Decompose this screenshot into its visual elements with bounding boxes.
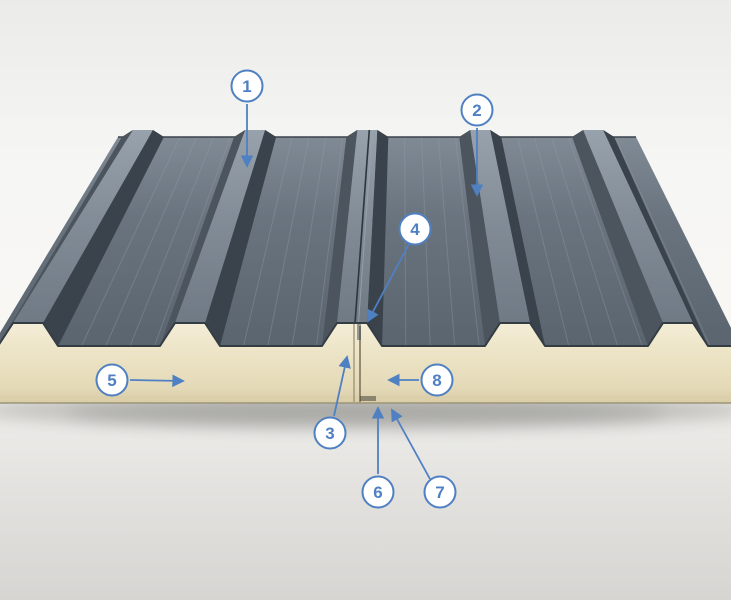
callout-2: 2 bbox=[460, 93, 494, 197]
roof-panel bbox=[0, 129, 731, 428]
callout-8: 8 bbox=[387, 363, 454, 397]
callout-3-arrow bbox=[333, 355, 351, 417]
callouts: 1 2 3 4 5 bbox=[95, 69, 494, 509]
callout-3-label: 3 bbox=[325, 424, 334, 443]
callout-6-circle bbox=[361, 475, 395, 509]
callout-1-label: 1 bbox=[242, 77, 251, 96]
callout-5-circle bbox=[95, 363, 129, 397]
foam-front-details bbox=[0, 324, 731, 404]
callout-8-label: 8 bbox=[432, 371, 441, 390]
callout-5-label: 5 bbox=[107, 371, 116, 390]
callout-1: 1 bbox=[230, 69, 264, 168]
callout-4: 4 bbox=[367, 212, 432, 323]
joint-groove bbox=[353, 324, 376, 402]
callout-2-label: 2 bbox=[472, 101, 481, 120]
callout-4-circle bbox=[398, 212, 432, 246]
callout-4-arrow bbox=[367, 243, 410, 323]
callout-7-arrow bbox=[391, 408, 431, 480]
callout-5-arrow bbox=[129, 374, 185, 388]
rib-2 bbox=[160, 130, 277, 346]
callout-8-circle bbox=[420, 363, 454, 397]
callout-2-circle bbox=[460, 93, 494, 127]
rib-5 bbox=[572, 130, 708, 346]
callout-3-circle bbox=[313, 416, 347, 450]
callout-7-label: 7 bbox=[435, 483, 444, 502]
callout-4-label: 4 bbox=[410, 220, 420, 239]
top-sheet-front-edge bbox=[0, 322, 731, 347]
callout-3: 3 bbox=[313, 355, 351, 450]
callout-7-circle bbox=[423, 475, 457, 509]
callout-6-label: 6 bbox=[373, 483, 382, 502]
callout-5: 5 bbox=[95, 363, 185, 397]
callout-1-circle bbox=[230, 69, 264, 103]
callout-6: 6 bbox=[361, 406, 395, 509]
rib-1 bbox=[0, 130, 164, 346]
rib-4 bbox=[459, 130, 545, 346]
rib-3-joint-rib bbox=[322, 129, 389, 346]
callout-7: 7 bbox=[391, 408, 457, 509]
panel-joint-seam bbox=[354, 129, 373, 324]
